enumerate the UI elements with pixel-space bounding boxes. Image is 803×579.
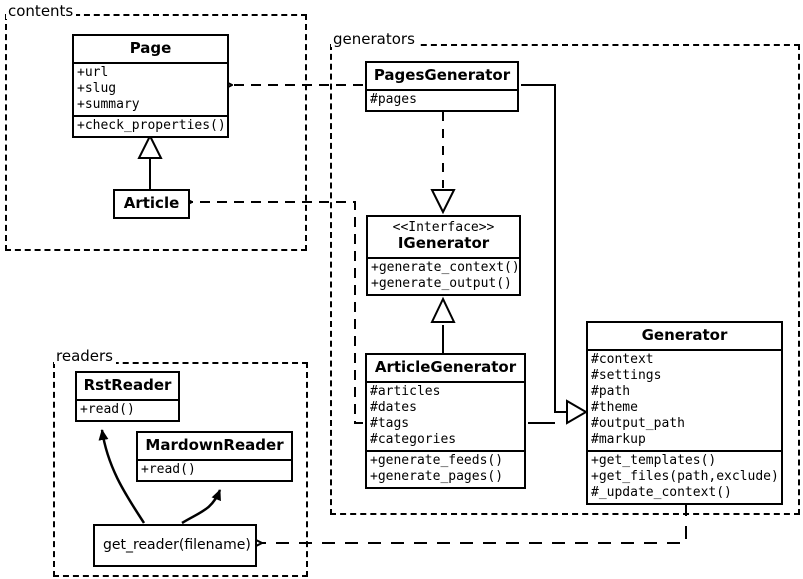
method-row: +read() [141, 462, 196, 477]
class-pagesgenerator-title: PagesGenerator [373, 66, 511, 84]
method-row: +generate_context() [371, 260, 520, 275]
method-row: +read() [80, 402, 135, 417]
package-readers-label: readers [54, 348, 116, 364]
class-generator-attributes: #context #settings #path #theme #output_… [588, 349, 781, 450]
class-page-methods: +check_properties() [74, 115, 227, 136]
class-page[interactable]: Page +url +slug +summary +check_properti… [72, 34, 229, 138]
class-rstreader-title: RstReader [83, 376, 172, 394]
class-mardownreader-title: MardownReader [145, 436, 284, 454]
method-row: +generate_pages() [370, 469, 504, 484]
attribute-row: #context [591, 352, 654, 367]
class-page-attributes: +url +slug +summary [74, 62, 227, 115]
class-mardownreader[interactable]: MardownReader +read() [136, 431, 293, 482]
attribute-row: #settings [591, 368, 662, 383]
attribute-row: #markup [591, 432, 646, 447]
class-generator[interactable]: Generator #context #settings #path #them… [586, 321, 783, 505]
attribute-row: #pages [370, 92, 417, 107]
class-articlegenerator[interactable]: ArticleGenerator #articles #dates #tags … [365, 353, 526, 489]
class-pagesgenerator-attributes: #pages [367, 89, 517, 110]
package-contents-label: contents [6, 3, 77, 19]
attribute-row: +summary [77, 97, 140, 112]
method-row: +generate_output() [371, 276, 512, 291]
class-rstreader[interactable]: RstReader +read() [75, 371, 180, 422]
method-row: +generate_feeds() [370, 453, 504, 468]
class-article-title: Article [123, 194, 180, 212]
attribute-row: +url [77, 65, 109, 80]
attribute-row: +slug [77, 81, 117, 96]
class-articlegenerator-title: ArticleGenerator [374, 358, 517, 376]
class-generator-methods: +get_templates() +get_files(path,exclude… [588, 450, 781, 503]
attribute-row: #path [591, 384, 631, 399]
package-generators-label: generators [331, 31, 418, 47]
class-mardownreader-methods: +read() [138, 459, 291, 480]
class-article[interactable]: Article [113, 189, 190, 219]
attribute-row: #articles [370, 384, 441, 399]
class-generator-title: Generator [641, 326, 728, 344]
class-articlegenerator-attributes: #articles #dates #tags #categories [367, 381, 524, 450]
package-contents [5, 14, 307, 251]
class-igenerator-title: IGenerator [397, 234, 490, 252]
attribute-row: #dates [370, 400, 417, 415]
attribute-row: #output_path [591, 416, 685, 431]
attribute-row: #categories [370, 432, 457, 447]
class-igenerator-methods: +generate_context() +generate_output() [368, 257, 520, 294]
method-row: +get_files(path,exclude) [591, 469, 779, 484]
package-readers [53, 362, 308, 577]
class-page-title: Page [129, 39, 172, 57]
method-row: #_update_context() [591, 485, 732, 500]
function-get-reader[interactable]: get_reader(filename) [93, 524, 257, 567]
function-get-reader-label: get_reader(filename) [103, 537, 251, 553]
method-row: +get_templates() [591, 453, 717, 468]
class-igenerator[interactable]: <<Interface>> IGenerator +generate_conte… [366, 215, 521, 296]
class-articlegenerator-methods: +generate_feeds() +generate_pages() [367, 450, 524, 487]
class-pagesgenerator[interactable]: PagesGenerator #pages [365, 61, 519, 112]
attribute-row: #theme [591, 400, 638, 415]
class-igenerator-stereotype: <<Interface>> [392, 220, 495, 235]
method-row: +check_properties() [77, 118, 226, 133]
attribute-row: #tags [370, 416, 410, 431]
class-rstreader-methods: +read() [77, 399, 178, 420]
